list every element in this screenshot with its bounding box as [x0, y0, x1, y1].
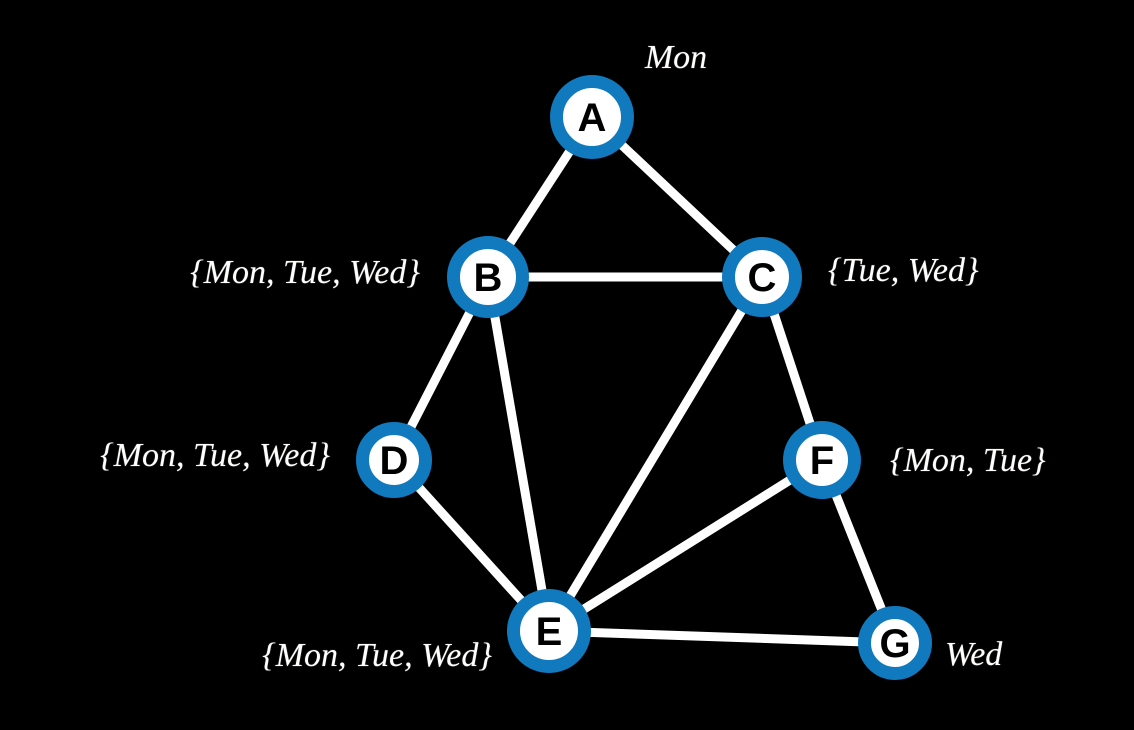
node-circle-b [447, 236, 529, 318]
node-a[interactable]: A [550, 75, 634, 159]
node-b[interactable]: B [447, 236, 529, 318]
edge-e-g [544, 626, 900, 648]
node-circle-g [858, 606, 932, 680]
edge-c-e [544, 272, 767, 636]
edge-b-e [483, 272, 554, 636]
nodes-group: A B C D E F G [356, 75, 932, 680]
node-label-e: E [536, 610, 563, 654]
node-circle-c [722, 237, 802, 317]
node-d[interactable]: D [356, 422, 432, 498]
domain-label-d: {Mon, Tue, Wed} [100, 437, 330, 474]
node-circle-d [356, 422, 432, 498]
node-circle-a [550, 75, 634, 159]
node-label-d: D [380, 439, 409, 483]
node-label-f: F [810, 439, 834, 483]
domain-label-a: Mon [644, 39, 708, 76]
domain-label-e: {Mon, Tue, Wed} [262, 637, 492, 674]
edge-e-f [544, 455, 827, 636]
domain-label-b: {Mon, Tue, Wed} [190, 254, 420, 291]
domain-label-f: {Mon, Tue} [890, 442, 1046, 479]
node-label-c: C [748, 256, 777, 300]
node-circle-f [783, 421, 861, 499]
node-f[interactable]: F [783, 421, 861, 499]
domain-label-g: Wed [945, 636, 1003, 673]
node-e[interactable]: E [507, 589, 591, 673]
edges-group [389, 112, 900, 648]
domain-label-c: {Tue, Wed} [828, 252, 979, 289]
node-label-a: A [578, 96, 607, 140]
node-label-b: B [474, 256, 503, 300]
node-c[interactable]: C [722, 237, 802, 317]
node-label-g: G [879, 622, 910, 666]
node-circle-e [507, 589, 591, 673]
node-g[interactable]: G [858, 606, 932, 680]
